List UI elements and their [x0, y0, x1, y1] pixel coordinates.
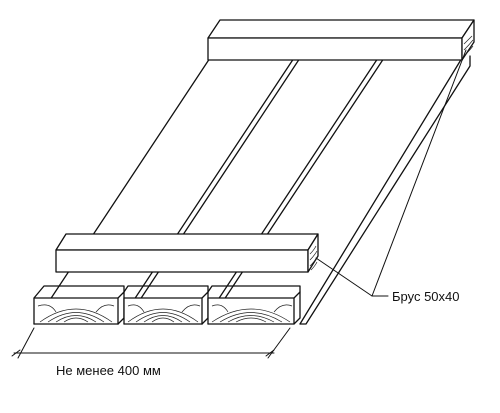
board-joint-1 [117, 57, 295, 325]
top-beam-end-grain [463, 35, 474, 57]
bottom-beam [55, 233, 319, 273]
board-end-2 [123, 285, 209, 325]
board-joint-2 [201, 57, 379, 325]
beam-callout-label: Брус 50х40 [392, 289, 460, 304]
spacing-dimension [11, 327, 291, 359]
spacing-dimension-label: Не менее 400 мм [56, 363, 161, 378]
board-panel [33, 55, 471, 325]
board-end-1 [33, 285, 125, 325]
board-end-3 [207, 285, 301, 325]
top-beam [207, 19, 475, 61]
board-ends [33, 285, 301, 325]
bottom-beam-end-grain [309, 245, 318, 271]
beam-leader-lines [315, 49, 467, 297]
